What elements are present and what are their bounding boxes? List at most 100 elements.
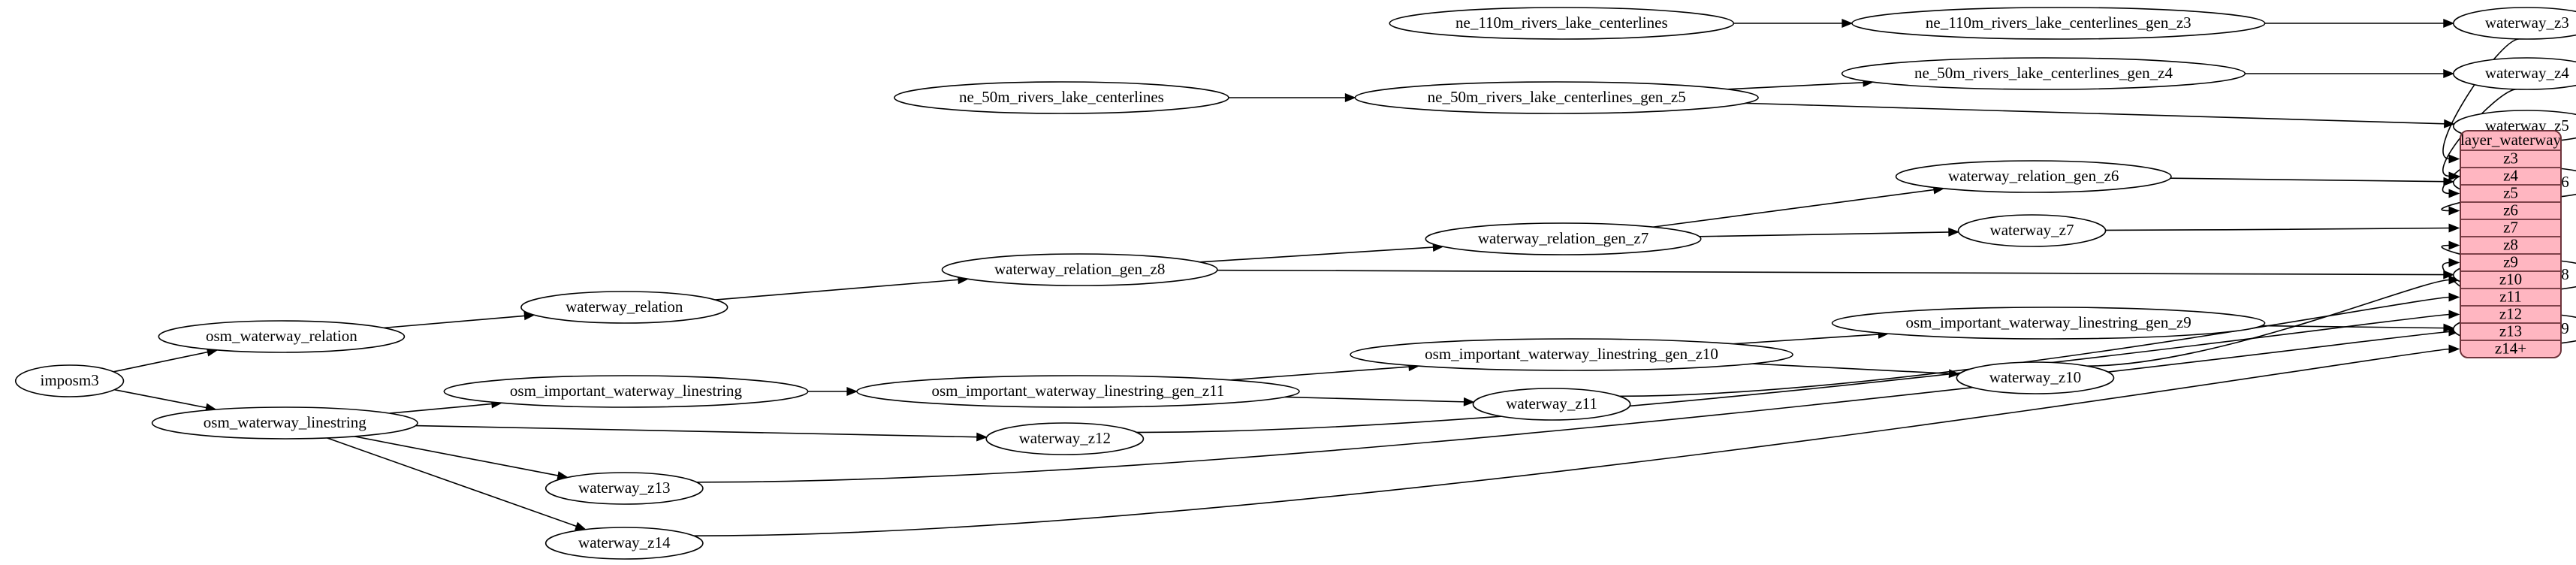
edge-arrowhead (2448, 240, 2460, 250)
node-ne_50m_rivers_lake_centerlines_gen_z5[interactable]: ne_50m_rivers_lake_centerlines_gen_z5 (1354, 81, 1759, 114)
node-ellipse-imposm3 (14, 364, 125, 397)
edge-osm_waterway_linestring-to-waterway_z12 (415, 425, 978, 438)
node-waterway_relation_gen_z6[interactable]: waterway_relation_gen_z6 (1895, 160, 2172, 193)
node-ellipse-waterway_z10 (1956, 361, 2115, 394)
node-ellipse-waterway_relation (520, 291, 728, 324)
node-ellipse-waterway_z14 (544, 527, 704, 560)
edge-arrowhead (2448, 344, 2460, 354)
node-waterway_z7[interactable]: waterway_z7 (1957, 214, 2107, 247)
edge-waterway_relation_gen_z7-to-waterway_z7 (1699, 231, 1950, 237)
node-ellipse-ne_50m_rivers_lake_centerlines_gen_z4 (1841, 57, 2246, 90)
edge-arrowhead (2448, 310, 2460, 319)
edge-waterway_z10-to-layer_waterway-z10 (2086, 279, 2451, 367)
edge-waterway_relation-to-waterway_relation_gen_z8 (715, 279, 960, 301)
edge-waterway_relation_gen_z8-to-waterway_relation_gen_z7 (1199, 246, 1434, 263)
node-ellipse-osm_important_waterway_linestring_gen_z9 (1831, 307, 2266, 340)
edge-osm_important_waterway_linestring_gen_z10-to-waterway_z10 (1752, 363, 1950, 375)
edge-osm_important_waterway_linestring_gen_z10-to-osm_important_waterway_linestring_gen_z9 (1733, 334, 1880, 345)
edge-osm_important_waterway_linestring_gen_z11-to-waterway_z11 (1284, 396, 1465, 403)
node-ellipse-ne_110m_rivers_lake_centerlines_gen_z3 (1851, 7, 2266, 40)
edge-waterway_relation_gen_z8-to-waterway_z8 (1217, 269, 2445, 276)
node-waterway_relation_gen_z8[interactable]: waterway_relation_gen_z8 (941, 253, 1218, 286)
node-ellipse-osm_important_waterway_linestring_gen_z11 (856, 375, 1300, 408)
edge-osm_waterway_relation-to-waterway_relation (383, 315, 526, 329)
edge-ne_50m_rivers_lake_centerlines_gen_z5-to-waterway_z5 (1745, 102, 2445, 125)
node-osm_important_waterway_linestring[interactable]: osm_important_waterway_linestring (443, 375, 809, 408)
edge-arrowhead (2448, 223, 2460, 233)
node-imposm3[interactable]: imposm3 (14, 364, 125, 397)
edge-arrowhead (2448, 206, 2460, 216)
edge-waterway_z3-to-layer_waterway-z3 (2442, 38, 2520, 160)
edge-arrowhead (2448, 154, 2460, 164)
node-ellipse-waterway_z11 (1472, 388, 1631, 421)
node-osm_important_waterway_linestring_gen_z10[interactable]: osm_important_waterway_linestring_gen_z1… (1350, 338, 1793, 371)
layer-table-outline (2460, 130, 2562, 358)
node-ne_110m_rivers_lake_centerlines[interactable]: ne_110m_rivers_lake_centerlines (1389, 7, 1735, 40)
node-ne_110m_rivers_lake_centerlines_gen_z3[interactable]: ne_110m_rivers_lake_centerlines_gen_z3 (1851, 7, 2266, 40)
edge-arrowhead (2448, 189, 2460, 198)
edge-arrowhead (2448, 292, 2460, 302)
node-ellipse-waterway_relation_gen_z6 (1895, 160, 2172, 193)
edge-arrowhead (846, 387, 858, 396)
edge-arrowhead (2443, 19, 2455, 28)
edge-arrowhead (574, 521, 587, 530)
edge-arrowhead (976, 432, 988, 442)
node-ellipse-waterway_z12 (985, 422, 1145, 455)
edge-arrowhead (1948, 228, 1960, 237)
node-waterway_relation[interactable]: waterway_relation (520, 291, 728, 324)
edge-osm_important_waterway_linestring_gen_z11-to-osm_important_waterway_linestring_gen_z10 (1230, 366, 1410, 381)
edge-imposm3-to-osm_waterway_linestring (114, 388, 207, 409)
node-osm_waterway_linestring[interactable]: osm_waterway_linestring (151, 406, 418, 440)
node-waterway_z14[interactable]: waterway_z14 (544, 527, 704, 560)
edge-arrowhead (1344, 93, 1356, 102)
node-osm_waterway_relation[interactable]: osm_waterway_relation (158, 320, 406, 353)
node-ellipse-ne_50m_rivers_lake_centerlines_gen_z5 (1354, 81, 1759, 114)
edge-waterway_z12-to-layer_waterway-z12 (1136, 313, 2451, 434)
node-ellipse-waterway_relation_gen_z7 (1425, 222, 1702, 255)
edge-osm_important_waterway_linestring_gen_z9-to-waterway_z9 (2261, 325, 2445, 329)
node-waterway_relation_gen_z7[interactable]: waterway_relation_gen_z7 (1425, 222, 1702, 255)
layer-waterway-table: layer_waterwayz3z4z5z6z7z8z9z10z11z12z13… (2460, 130, 2562, 358)
node-ellipse-waterway_z7 (1957, 214, 2107, 247)
edge-waterway_z13-to-layer_waterway-z13 (696, 331, 2451, 483)
node-ellipse-osm_important_waterway_linestring (443, 375, 809, 408)
node-osm_important_waterway_linestring_gen_z9[interactable]: osm_important_waterway_linestring_gen_z9 (1831, 307, 2266, 340)
edge-osm_waterway_linestring-to-osm_important_waterway_linestring (389, 403, 493, 414)
node-waterway_z12[interactable]: waterway_z12 (985, 422, 1145, 455)
edge-arrowhead (2443, 69, 2455, 78)
node-osm_important_waterway_linestring_gen_z11[interactable]: osm_important_waterway_linestring_gen_z1… (856, 375, 1300, 408)
edge-arrowhead (2448, 258, 2460, 267)
edge-waterway_relation_gen_z7-to-waterway_relation_gen_z6 (1653, 189, 1935, 228)
node-waterway_z4[interactable]: waterway_z4 (2453, 57, 2576, 90)
edge-arrowhead (2443, 323, 2455, 333)
edges-layer (113, 19, 2520, 537)
edge-arrowhead (1842, 19, 1854, 28)
edge-osm_waterway_linestring-to-waterway_z13 (354, 436, 560, 476)
node-waterway_z11[interactable]: waterway_z11 (1472, 388, 1631, 421)
node-ellipse-waterway_relation_gen_z8 (941, 253, 1218, 286)
node-ellipse-osm_waterway_linestring (151, 406, 418, 440)
node-ellipse-osm_waterway_relation (158, 320, 406, 353)
node-waterway_z3[interactable]: waterway_z3 (2453, 7, 2576, 40)
edge-waterway_z11-to-layer_waterway-z11 (1619, 296, 2451, 397)
node-ne_50m_rivers_lake_centerlines_gen_z4[interactable]: ne_50m_rivers_lake_centerlines_gen_z4 (1841, 57, 2246, 90)
node-ne_50m_rivers_lake_centerlines[interactable]: ne_50m_rivers_lake_centerlines (894, 81, 1229, 114)
node-ellipse-waterway_z13 (544, 472, 704, 505)
edge-imposm3-to-osm_waterway_relation (113, 351, 209, 373)
edge-ne_50m_rivers_lake_centerlines_gen_z5-to-ne_50m_rivers_lake_centerlines_gen_z4 (1727, 81, 1865, 90)
node-ellipse-osm_important_waterway_linestring_gen_z10 (1350, 338, 1793, 371)
edge-arrowhead (1463, 397, 1475, 406)
edge-waterway_z14-to-layer_waterway-z14+ (693, 348, 2451, 537)
node-ellipse-ne_110m_rivers_lake_centerlines (1389, 7, 1735, 40)
node-ellipse-waterway_z4 (2453, 57, 2576, 90)
edge-osm_waterway_linestring-to-waterway_z14 (327, 437, 578, 527)
edge-arrowhead (2444, 119, 2456, 128)
node-waterway_z13[interactable]: waterway_z13 (544, 472, 704, 505)
node-waterway_z10[interactable]: waterway_z10 (1956, 361, 2115, 394)
edge-waterway_z7-to-layer_waterway-z7 (2105, 227, 2451, 231)
edge-waterway_relation_gen_z6-to-waterway_z6 (2170, 177, 2445, 183)
nodes-layer: imposm3 osm_waterway_relation osm_waterway… (14, 7, 2576, 560)
node-ellipse-ne_50m_rivers_lake_centerlines (894, 81, 1229, 114)
